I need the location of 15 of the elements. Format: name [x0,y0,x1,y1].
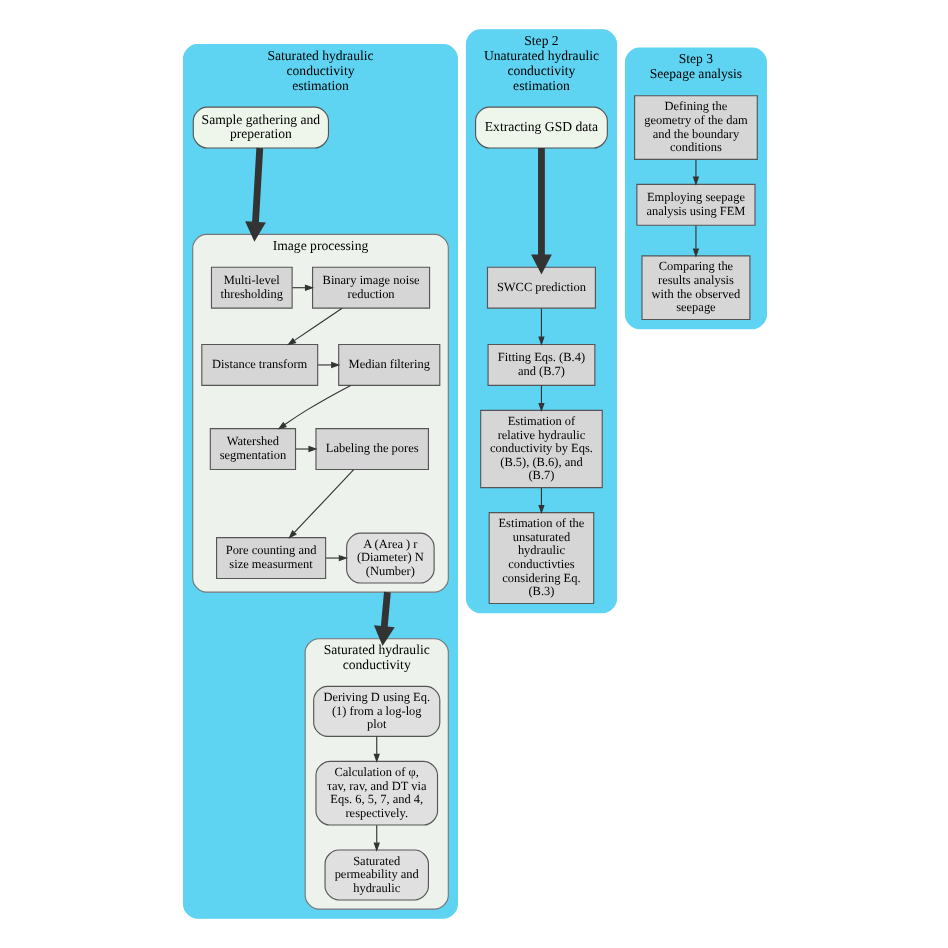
arrow [244,147,265,242]
arrow [691,159,699,186]
arrow [537,307,544,346]
arrow [294,445,317,453]
arrow [324,554,347,562]
arrow [372,735,379,763]
arrow [530,148,551,275]
arrow [372,824,379,852]
arrow [691,224,699,258]
arrow [372,591,394,646]
arrow [287,469,354,539]
arrow [316,361,340,369]
arrow [537,384,544,413]
arrow [286,307,342,346]
arrow [276,384,351,430]
